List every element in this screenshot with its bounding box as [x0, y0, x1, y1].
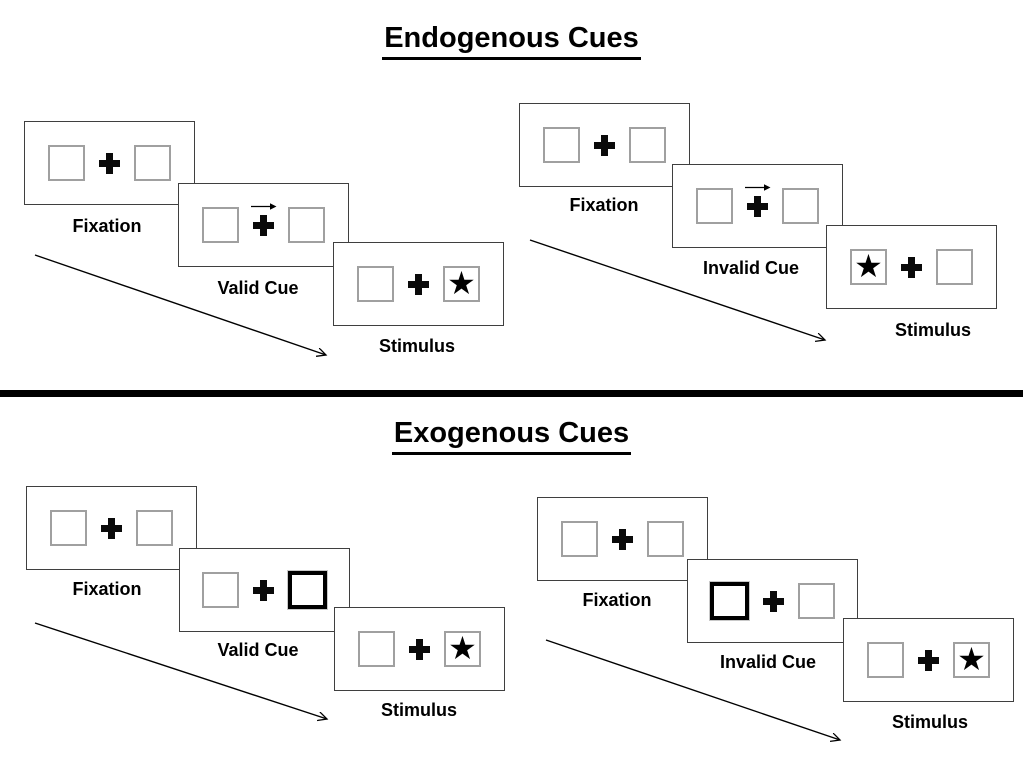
- fixation-cross-icon: [250, 202, 276, 236]
- panel-label-fixation: Fixation: [72, 216, 142, 236]
- star-stimulus-icon: ★: [447, 264, 476, 302]
- fixation-cross-icon: [408, 273, 429, 295]
- fixation-cross-icon: [763, 590, 784, 612]
- left-box: [357, 266, 394, 302]
- panel-label-fixation: Fixation: [569, 195, 639, 215]
- panel-label-valid-cue: Valid Cue: [217, 278, 299, 298]
- right-box: [782, 188, 819, 224]
- left-box: [202, 207, 239, 243]
- panel-exo-invalid-cue: [687, 559, 858, 643]
- right-box-with-star: ★: [953, 642, 990, 678]
- panel-exo-valid-fixation: [26, 486, 197, 570]
- panel-exo-valid-stimulus: ★: [334, 607, 505, 691]
- section-title-exogenous: Exogenous Cues: [0, 417, 1023, 455]
- left-box: [48, 145, 85, 181]
- left-box: [50, 510, 87, 546]
- cue-arrow-icon: [250, 202, 276, 210]
- timeline-arrow-icon: [34, 622, 327, 719]
- panel-endo-invalid-fixation: [519, 103, 690, 187]
- left-box-with-star: ★: [850, 249, 887, 285]
- fixation-cross-icon: [253, 579, 274, 601]
- fixation-cross-icon: [409, 638, 430, 660]
- right-box: [288, 207, 325, 243]
- panel-endo-valid-fixation: [24, 121, 195, 205]
- fixation-cross-icon: [612, 528, 633, 550]
- fixation-cross-icon: [99, 152, 120, 174]
- panel-exo-valid-cue: [179, 548, 350, 632]
- right-box: [936, 249, 973, 285]
- right-box: [629, 127, 666, 163]
- right-box-with-star: ★: [444, 631, 481, 667]
- section-title-endogenous: Endogenous Cues: [0, 22, 1023, 60]
- fixation-cross-icon: [901, 256, 922, 278]
- left-box: [867, 642, 904, 678]
- panel-label-stimulus: Stimulus: [378, 336, 455, 356]
- panel-label-invalid-cue: Invalid Cue: [719, 652, 817, 672]
- panel-endo-invalid-cue: [672, 164, 843, 248]
- left-box: [543, 127, 580, 163]
- right-box: [134, 145, 171, 181]
- fixation-cross-icon: [918, 649, 939, 671]
- right-box-highlighted-cue: [287, 570, 328, 610]
- panel-exo-invalid-stimulus: ★: [843, 618, 1014, 702]
- panel-label-fixation: Fixation: [582, 590, 652, 610]
- panel-label-stimulus: Stimulus: [380, 700, 457, 720]
- cue-arrow-icon: [744, 183, 770, 191]
- panel-label-fixation: Fixation: [72, 579, 142, 599]
- panel-label-valid-cue: Valid Cue: [217, 640, 299, 660]
- section-title-text: Endogenous Cues: [382, 22, 641, 60]
- panel-endo-valid-cue: [178, 183, 349, 267]
- panel-label-stimulus: Stimulus: [894, 320, 971, 340]
- star-stimulus-icon: ★: [854, 247, 883, 285]
- fixation-cross-icon: [744, 183, 770, 217]
- panel-endo-invalid-stimulus: ★: [826, 225, 997, 309]
- right-box: [136, 510, 173, 546]
- section-divider: [0, 390, 1023, 397]
- panel-endo-valid-stimulus: ★: [333, 242, 504, 326]
- fixation-cross-icon: [594, 134, 615, 156]
- right-box-with-star: ★: [443, 266, 480, 302]
- star-stimulus-icon: ★: [448, 629, 477, 667]
- star-stimulus-icon: ★: [957, 640, 986, 678]
- panel-label-invalid-cue: Invalid Cue: [702, 258, 800, 278]
- left-box-highlighted-cue: [709, 581, 750, 621]
- right-box: [798, 583, 835, 619]
- panel-label-stimulus: Stimulus: [891, 712, 968, 732]
- left-box: [561, 521, 598, 557]
- left-box: [202, 572, 239, 608]
- panel-exo-invalid-fixation: [537, 497, 708, 581]
- section-title-text: Exogenous Cues: [391, 417, 632, 455]
- right-box: [647, 521, 684, 557]
- timeline-arrow-icon: [529, 239, 825, 340]
- left-box: [696, 188, 733, 224]
- timeline-arrow-icon: [34, 254, 326, 355]
- left-box: [358, 631, 395, 667]
- fixation-cross-icon: [101, 517, 122, 539]
